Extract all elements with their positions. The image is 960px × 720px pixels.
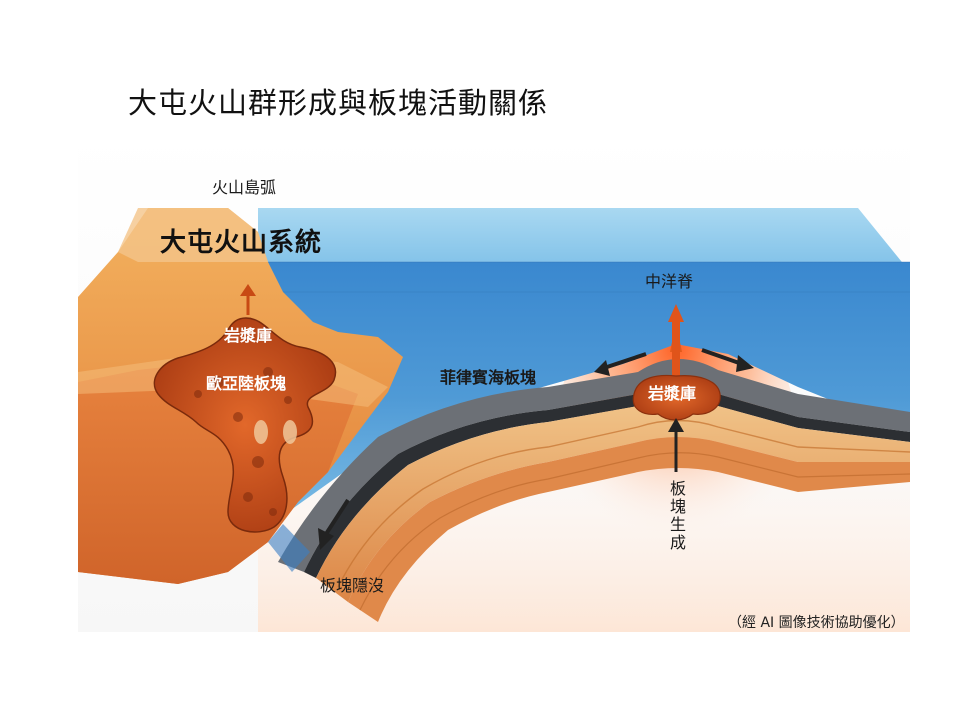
ocean-surface bbox=[258, 208, 910, 272]
ocean-body bbox=[258, 262, 910, 532]
ridge-magma-conduit bbox=[672, 320, 680, 390]
spreading-arrow-right bbox=[701, 348, 754, 372]
tatun-system-label: 大屯火山系統 bbox=[160, 228, 323, 258]
magma-rise-arrow bbox=[240, 284, 256, 315]
spreading-arrow-left bbox=[594, 352, 647, 376]
philippine-plate-label: 菲律賓海板塊 bbox=[440, 368, 537, 387]
plate-generation-label: 板塊生成 bbox=[667, 480, 686, 552]
diagram-illustration bbox=[78, 132, 911, 632]
magma-chamber-left-label: 岩漿庫 bbox=[224, 326, 273, 345]
mid-ocean-ridge-label: 中洋脊 bbox=[645, 272, 694, 291]
subduction-arrow bbox=[318, 498, 350, 550]
page-title: 大屯火山群形成與板塊活動關係 bbox=[128, 86, 549, 120]
oceanic-plate-dark-layer bbox=[304, 383, 910, 578]
oceanic-plate-crust bbox=[316, 396, 910, 602]
plate-generation-arrow bbox=[668, 418, 684, 472]
magma-chamber-right-label: 岩漿庫 bbox=[648, 384, 697, 403]
eurasian-plate-label: 歐亞陸板塊 bbox=[206, 374, 287, 393]
ridge-up-arrow bbox=[668, 304, 684, 322]
oceanic-plate-lower bbox=[348, 437, 910, 622]
magma-chamber-left bbox=[153, 317, 337, 533]
oceanic-plate-top-layer bbox=[278, 358, 910, 572]
magma-chamber-right bbox=[632, 374, 721, 421]
subduction-label: 板塊隱沒 bbox=[320, 576, 385, 595]
tectonic-diagram bbox=[78, 132, 911, 632]
volcanic-arc-label: 火山島弧 bbox=[212, 178, 277, 197]
ai-credit-note: （經 AI 圖像技術協助優化） bbox=[728, 615, 905, 631]
